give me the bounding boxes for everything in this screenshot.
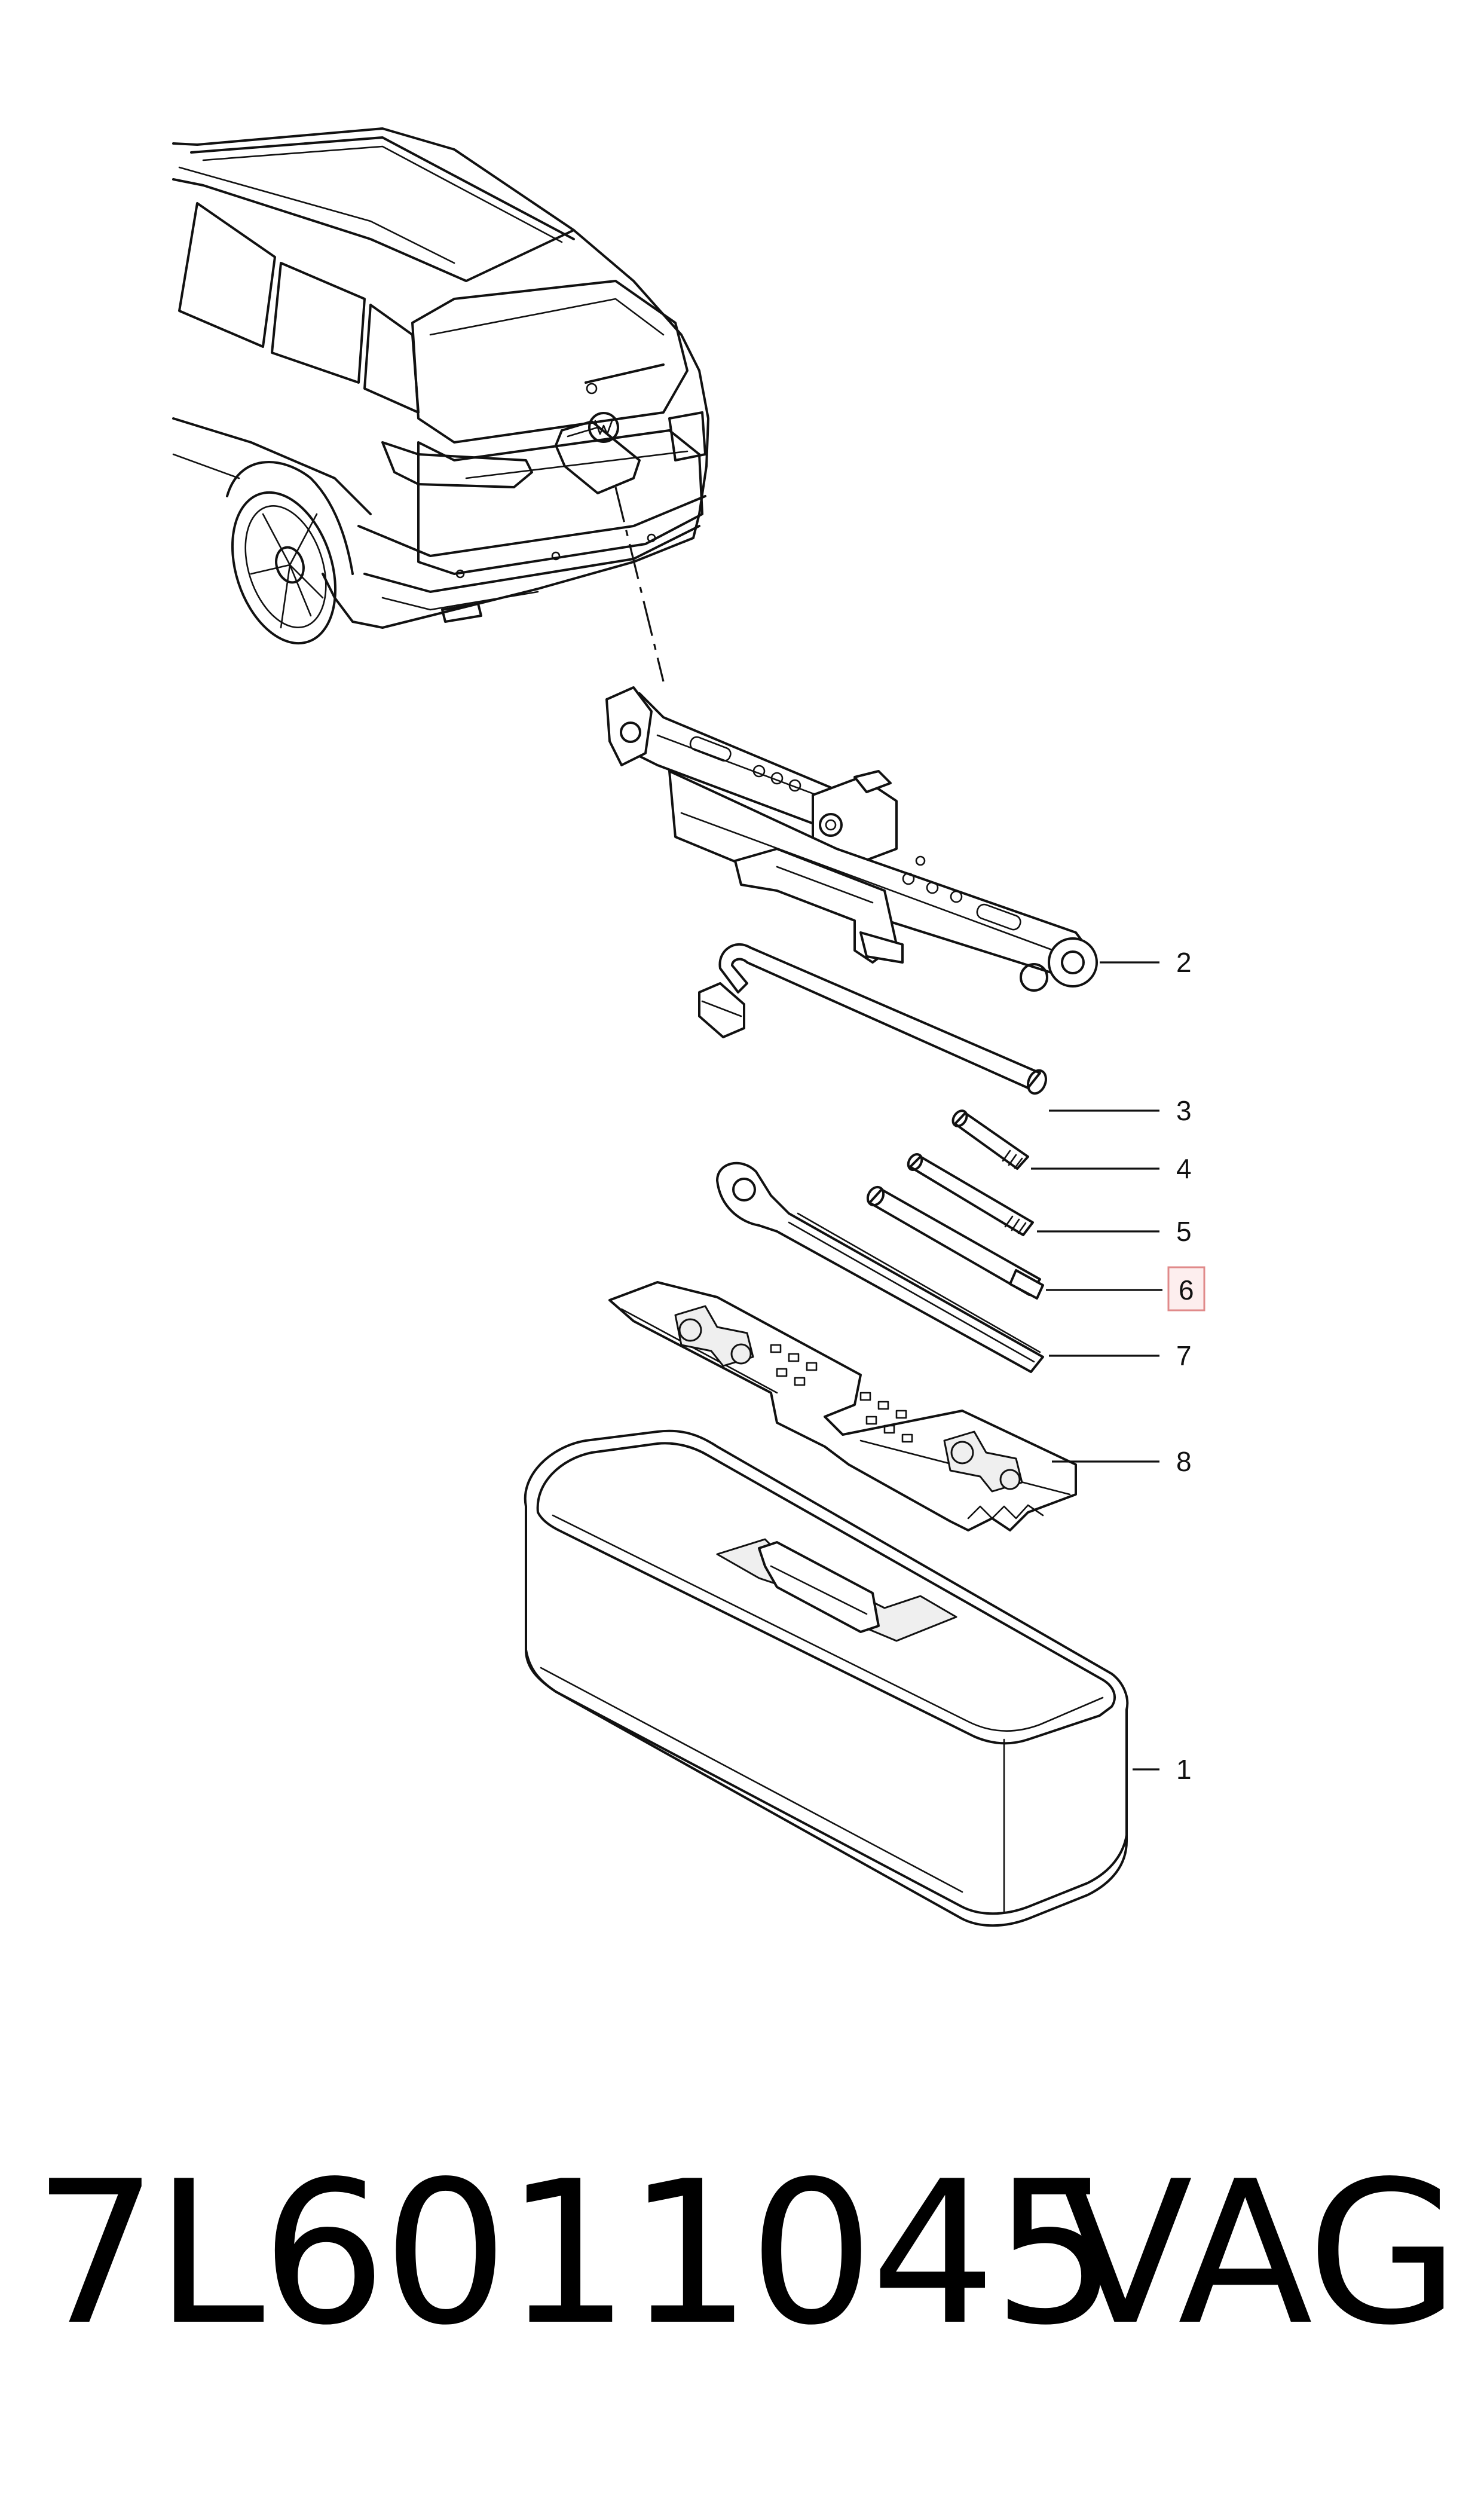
callout-3: 3	[1176, 1095, 1192, 1126]
part-number: 7L6011045	[33, 2139, 1118, 2368]
callout-8: 8	[1176, 1446, 1192, 1477]
callout-6-highlight	[1167, 1266, 1205, 1312]
callout-numbers: 2 3 4 5 6 7 8 1	[1167, 947, 1205, 1785]
callout-1: 1	[1176, 1754, 1192, 1785]
callout-6: 6	[1179, 1274, 1194, 1306]
part-8-tool-tray	[608, 1281, 1077, 1531]
part-3-crank-handle	[698, 943, 1047, 1095]
vehicle-illustration	[172, 127, 709, 645]
brand-name: VAG	[1058, 2139, 1459, 2368]
part-4-threaded-pin	[951, 1109, 1029, 1170]
part-7-wheel-wrench	[716, 1161, 1044, 1373]
callout-7: 7	[1176, 1340, 1192, 1371]
part-2-scissor-jack	[605, 686, 1098, 992]
callout-4: 4	[1176, 1153, 1192, 1184]
callout-leaders	[1031, 961, 1162, 1771]
location-leader-line	[614, 487, 665, 682]
part-1-storage-box	[524, 1429, 1129, 1927]
part-5-threaded-rod	[907, 1152, 1034, 1236]
callout-2: 2	[1176, 947, 1192, 978]
footer-caption: 7L6011045 VAG	[0, 2128, 1484, 2379]
part-6-extension-bar	[866, 1185, 1044, 1300]
callout-5: 5	[1176, 1216, 1192, 1247]
